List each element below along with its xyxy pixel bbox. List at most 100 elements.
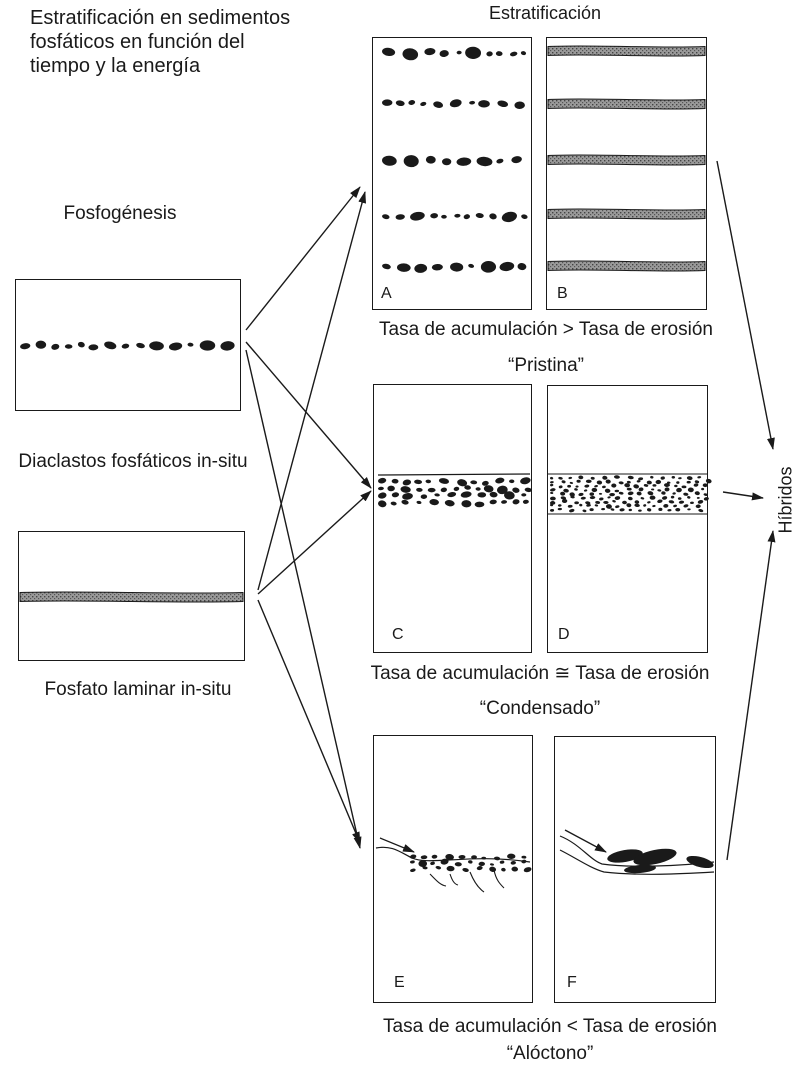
- phosphate-nodule: [457, 479, 468, 487]
- label-fosfato-laminar: Fosfato laminar in-situ: [44, 679, 232, 700]
- phosphate-nodule: [483, 485, 494, 493]
- phosphate-nodule: [668, 500, 675, 504]
- phosphate-nodule: [444, 500, 455, 507]
- phosphate-nodule: [695, 504, 701, 509]
- panel-c: C: [373, 384, 532, 653]
- phosphate-nodule: [643, 504, 647, 507]
- phosphate-nodule: [673, 504, 677, 508]
- panel-a-label: A: [381, 285, 392, 302]
- phosphate-nodule: [77, 341, 85, 348]
- phosphate-nodule: [433, 101, 444, 108]
- panel-d-label: D: [558, 626, 570, 643]
- phosphate-nodule: [402, 492, 413, 500]
- phosphate-nodule: [499, 261, 515, 272]
- phosphate-nodule: [578, 475, 584, 480]
- phosphate-nodule: [420, 855, 428, 860]
- phosphate-nodule: [561, 480, 566, 484]
- row3-type-label: “Alóctono”: [506, 1043, 594, 1064]
- phosphate-nodule: [395, 214, 405, 220]
- phosphate-nodule: [495, 477, 505, 484]
- panel-e-label: E: [394, 974, 405, 991]
- phosphate-nodule: [580, 496, 586, 500]
- panel-e-roots: [429, 869, 505, 893]
- phosphate-nodule: [497, 100, 509, 108]
- phosphate-nodule: [585, 501, 591, 505]
- phosphate-nodule: [441, 158, 452, 166]
- phosphate-nodule: [460, 491, 472, 498]
- phosphate-nodule: [438, 478, 450, 484]
- phosphate-nodule: [514, 101, 525, 109]
- phosphate-nodule: [568, 476, 573, 480]
- phosphate-nodule: [652, 504, 656, 508]
- row1-type-label: “Pristina”: [507, 355, 585, 376]
- phosphate-nodule: [550, 503, 554, 507]
- panel-f-flow-arrow: [564, 829, 607, 853]
- phosphate-nodule: [382, 47, 396, 57]
- phosphate-nodule: [601, 508, 606, 511]
- phosphate-nodule: [486, 51, 493, 57]
- phosphate-nodule: [475, 487, 481, 491]
- phosphate-nodule: [634, 500, 640, 504]
- phosphate-nodule: [496, 485, 508, 495]
- phosphate-nodule: [521, 493, 527, 497]
- phosphate-nodule: [563, 488, 569, 493]
- row3-rate-label: Tasa de acumulación < Tasa de erosión: [383, 1016, 717, 1037]
- phosphate-nodule: [382, 99, 393, 106]
- phosphate-nodule: [598, 492, 603, 495]
- phosphate-nodule: [477, 492, 487, 498]
- phosphate-nodule: [454, 862, 462, 867]
- phosphate-nodule: [395, 100, 405, 107]
- phosphate-nodule: [496, 158, 504, 164]
- phosphate-nodule: [627, 496, 633, 501]
- phosphate-nodule: [51, 343, 60, 350]
- phosphate-nodule: [425, 155, 436, 164]
- phosphate-nodule: [567, 504, 573, 508]
- phosphate-nodule: [550, 483, 554, 487]
- phosphate-nodule: [677, 497, 682, 500]
- phosphate-nodule: [378, 500, 387, 508]
- phosphate-nodule: [463, 214, 470, 220]
- phosphate-nodule: [408, 100, 416, 105]
- phosphate-nodule: [557, 504, 562, 507]
- phosphate-nodule: [520, 51, 527, 56]
- phosphate-nodule: [136, 342, 145, 349]
- phosphate-nodule: [64, 344, 73, 349]
- phosphate-nodule: [687, 487, 694, 493]
- phosphate-nodule: [414, 479, 423, 485]
- phosphate-nodule: [199, 340, 216, 351]
- phosphate-nodule: [168, 342, 183, 351]
- phosphate-nodule: [569, 481, 574, 484]
- phosphate-nodule: [480, 261, 497, 273]
- phosphate-nodule: [560, 491, 566, 496]
- phosphate-nodule: [557, 507, 563, 511]
- phosphate-nodule: [378, 486, 384, 491]
- phosphate-nodule: [521, 214, 528, 219]
- phosphate-nodule: [88, 344, 99, 351]
- phosphate-nodule: [686, 480, 691, 484]
- phosphate-nodule: [517, 262, 527, 271]
- phosphate-nodule: [401, 499, 409, 505]
- phosphate-nodule: [626, 503, 632, 508]
- panel-f-lower-surface: [559, 849, 715, 875]
- phosphate-nodule: [474, 501, 485, 508]
- phosphate-nodule: [646, 480, 652, 485]
- phosphate-nodule: [594, 485, 598, 488]
- phosphate-nodule: [647, 508, 652, 512]
- phosphate-nodule: [694, 491, 700, 496]
- phosphate-nodule: [434, 493, 440, 497]
- phosphate-nodule: [523, 867, 532, 873]
- phosphate-nodule: [655, 479, 662, 485]
- phosphate-nodule: [696, 496, 700, 499]
- phosphate-nodule: [441, 214, 447, 219]
- phosphate-nodule: [697, 476, 702, 479]
- phosphate-nodule: [676, 487, 682, 493]
- phosphate-nodule: [697, 499, 704, 504]
- phosphate-nodule: [574, 501, 579, 505]
- phosphate-nodule: [576, 479, 581, 483]
- phosphate-nodule: [618, 491, 624, 495]
- phosphate-nodule: [586, 504, 591, 507]
- phosphate-nodule: [582, 509, 587, 513]
- phosphate-nodule: [687, 496, 691, 499]
- phosphate-nodule: [603, 500, 609, 504]
- phosphate-nodule: [403, 155, 419, 168]
